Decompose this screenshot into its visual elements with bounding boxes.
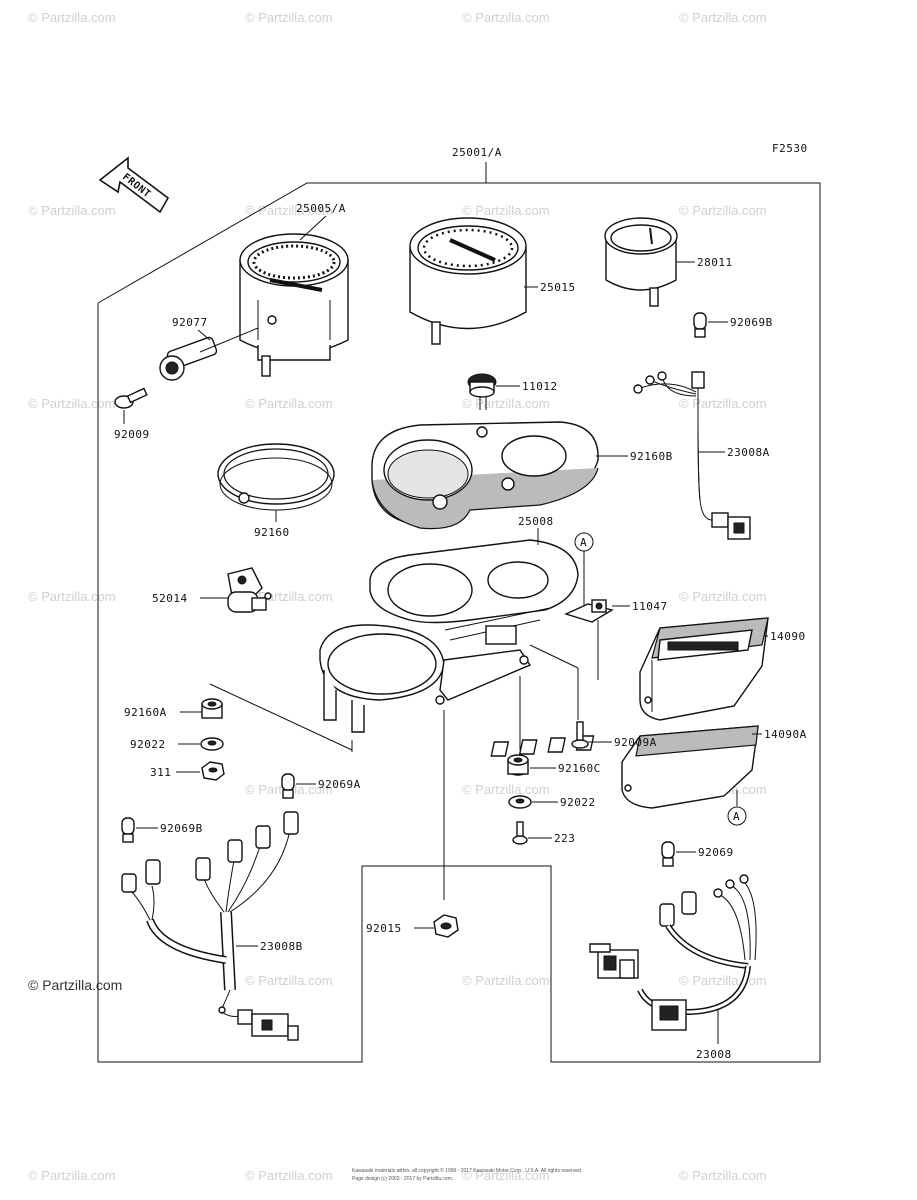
screw-icon[interactable] [114, 387, 148, 409]
meter-cover-gasket-icon[interactable] [371, 421, 599, 530]
trip-knob-icon[interactable] [467, 373, 497, 410]
watermark: © Partzilla.com [462, 973, 550, 988]
watermark: © Partzilla.com [679, 203, 767, 218]
bolt-icon[interactable] [512, 821, 528, 845]
part-label-92009[interactable]: 92009 [114, 428, 150, 441]
part-label-25005A[interactable]: 25005/A [296, 202, 346, 215]
meter-ring-gasket-icon[interactable] [217, 443, 335, 511]
part-label-25008[interactable]: 25008 [518, 515, 554, 528]
tachometer-icon[interactable] [239, 233, 349, 377]
watermark: © Partzilla.com [462, 203, 550, 218]
part-label-25001A[interactable]: 25001/A [452, 146, 502, 159]
watermark: © Partzilla.com [679, 396, 767, 411]
part-label-23008[interactable]: 23008 [696, 1048, 732, 1061]
watermark: © Partzilla.com [462, 396, 550, 411]
part-label-92022-right[interactable]: 92022 [560, 796, 596, 809]
part-label-14090A[interactable]: 14090A [764, 728, 807, 741]
svg-text:A: A [580, 536, 587, 549]
part-label-311[interactable]: 311 [150, 766, 171, 779]
part-label-92069A[interactable]: 92069A [318, 778, 361, 791]
fuel-gauge-icon[interactable] [604, 217, 678, 307]
watermark: © Partzilla.com [245, 973, 333, 988]
bulb-icon[interactable] [281, 773, 295, 799]
copyright-text: Kawasaki materials within, all copyright… [352, 1167, 582, 1174]
callout-a-top: A [574, 532, 594, 552]
part-label-28011[interactable]: 28011 [697, 256, 733, 269]
part-label-92009A[interactable]: 92009A [614, 736, 657, 749]
part-label-92015[interactable]: 92015 [366, 922, 402, 935]
callout-a-bottom: A [727, 806, 747, 826]
part-label-92069[interactable]: 92069 [698, 846, 734, 859]
part-label-92160[interactable]: 92160 [254, 526, 290, 539]
part-label-23008A[interactable]: 23008A [727, 446, 770, 459]
part-label-11047[interactable]: 11047 [632, 600, 668, 613]
cable-fitting-icon[interactable] [159, 336, 218, 381]
watermark: © Partzilla.com [245, 203, 333, 218]
figure-code: F2530 [772, 142, 808, 155]
part-label-92160C[interactable]: 92160C [558, 762, 601, 775]
speed-sensor-icon[interactable] [227, 567, 272, 613]
svg-text:A: A [733, 810, 740, 823]
washer-icon[interactable] [200, 737, 224, 751]
watermark: © Partzilla.com [462, 782, 550, 797]
part-label-25015[interactable]: 25015 [540, 281, 576, 294]
wiring-harness-icon[interactable] [121, 811, 299, 1041]
watermark: © Partzilla.com [462, 1168, 550, 1183]
nut-icon[interactable] [433, 914, 459, 938]
part-label-11012[interactable]: 11012 [522, 380, 558, 393]
watermark: © Partzilla.com [679, 10, 767, 25]
part-label-23008B[interactable]: 23008B [260, 940, 303, 953]
wiring-harness-icon[interactable] [589, 874, 757, 1031]
watermark: © Partzilla.com [245, 1168, 333, 1183]
indicator-lamp-lens-icon[interactable] [490, 725, 759, 809]
watermark: © Partzilla.com [245, 396, 333, 411]
screw-icon[interactable] [571, 721, 589, 749]
nut-icon[interactable] [201, 761, 225, 781]
grommet-icon[interactable] [507, 754, 529, 776]
indicator-lamp-housing-icon[interactable] [639, 617, 769, 721]
washer-icon[interactable] [508, 795, 532, 809]
watermark: © Partzilla.com [28, 977, 122, 993]
clip-icon[interactable] [564, 599, 614, 623]
part-label-92022-left[interactable]: 92022 [130, 738, 166, 751]
watermark: © Partzilla.com [28, 396, 116, 411]
part-label-14090[interactable]: 14090 [770, 630, 806, 643]
watermark: © Partzilla.com [462, 10, 550, 25]
part-label-92069B-bottom[interactable]: 92069B [160, 822, 203, 835]
wiring-harness-icon[interactable] [633, 371, 751, 540]
bulb-icon[interactable] [661, 841, 675, 867]
bulb-icon[interactable] [693, 312, 707, 338]
meter-bracket-icon[interactable] [319, 539, 579, 733]
bulb-icon[interactable] [121, 817, 135, 843]
part-label-92077[interactable]: 92077 [172, 316, 208, 329]
speedometer-icon[interactable] [409, 217, 527, 345]
watermark: © Partzilla.com [28, 1168, 116, 1183]
part-label-92160A[interactable]: 92160A [124, 706, 167, 719]
watermark: © Partzilla.com [28, 589, 116, 604]
part-label-92069B-top[interactable]: 92069B [730, 316, 773, 329]
grommet-icon[interactable] [201, 698, 223, 719]
part-label-92160B[interactable]: 92160B [630, 450, 673, 463]
assembly-frame [97, 162, 821, 1063]
part-label-52014[interactable]: 52014 [152, 592, 188, 605]
watermark: © Partzilla.com [245, 10, 333, 25]
watermark: © Partzilla.com [679, 1168, 767, 1183]
part-label-223[interactable]: 223 [554, 832, 575, 845]
watermark: © Partzilla.com [28, 10, 116, 25]
watermark: © Partzilla.com [679, 589, 767, 604]
watermark: © Partzilla.com [679, 973, 767, 988]
watermark: © Partzilla.com [28, 203, 116, 218]
copyright-text-line2: Page design (c) 2003 - 2017 by Partzilla… [352, 1176, 453, 1182]
